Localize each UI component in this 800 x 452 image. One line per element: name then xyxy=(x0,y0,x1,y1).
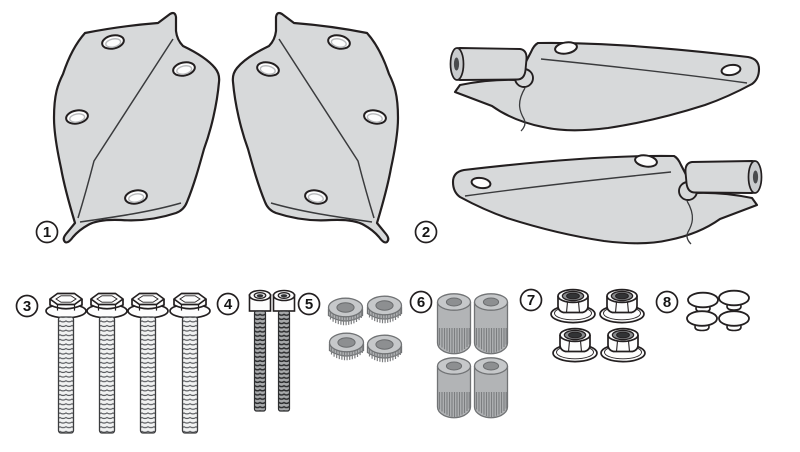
part-5-knurled-washers xyxy=(327,295,403,363)
label-number: 8 xyxy=(663,294,671,311)
part-label-2: 2 xyxy=(414,220,438,244)
bracket-hole xyxy=(720,63,742,77)
socket-screw xyxy=(272,289,296,412)
push-cap xyxy=(686,310,718,332)
knurled-washer xyxy=(366,295,403,324)
part-8-push-caps xyxy=(686,289,750,332)
knurled-washer xyxy=(328,332,365,361)
label-circle xyxy=(655,290,679,314)
plate-hole xyxy=(124,189,148,205)
flanged-nut xyxy=(550,288,596,324)
push-cap xyxy=(687,291,719,313)
label-circle xyxy=(15,294,39,318)
label-number: 4 xyxy=(224,296,233,313)
knurled-spacer xyxy=(436,293,472,355)
plate-hole xyxy=(65,109,89,125)
label-number: 5 xyxy=(305,296,313,313)
flanged-nut xyxy=(552,327,598,363)
push-cap xyxy=(718,310,750,332)
label-number: 3 xyxy=(23,298,31,315)
knurled-spacer xyxy=(436,357,472,419)
plate-lip-line xyxy=(79,202,182,223)
support-bracket-top xyxy=(449,41,761,132)
flanged-nut xyxy=(599,288,645,324)
mounting-plate-left xyxy=(52,11,221,244)
part-1-mounting-plates xyxy=(52,11,400,244)
flanged-bolt xyxy=(127,292,169,434)
part-label-7: 7 xyxy=(519,288,543,312)
part-label-3: 3 xyxy=(15,294,39,318)
socket-screw xyxy=(248,289,272,412)
part-6-spacer-bushes xyxy=(436,293,509,419)
part-label-1: 1 xyxy=(35,220,59,244)
plate-outline xyxy=(52,11,221,244)
plate-hole xyxy=(172,61,196,77)
plate-hole xyxy=(101,34,125,50)
knurled-spacer xyxy=(473,293,509,355)
support-bracket-bottom xyxy=(451,152,763,246)
bracket-tube-bore xyxy=(453,57,460,71)
plate-fold-line xyxy=(77,38,174,219)
bracket-skirt-crease xyxy=(518,87,526,132)
flanged-bolt xyxy=(169,292,211,434)
bracket-arm-crease xyxy=(540,58,748,84)
label-number: 6 xyxy=(417,294,425,311)
push-cap xyxy=(718,289,750,311)
flanged-bolt xyxy=(45,292,87,434)
label-circle xyxy=(414,220,438,244)
part-7-flanged-nuts xyxy=(550,288,646,363)
part-label-8: 8 xyxy=(655,290,679,314)
part-2-support-brackets xyxy=(449,41,763,246)
label-circle xyxy=(297,292,321,316)
bracket-hole xyxy=(554,41,578,55)
label-circle xyxy=(519,288,543,312)
label-circle xyxy=(409,290,433,314)
part-label-6: 6 xyxy=(409,290,433,314)
label-number: 7 xyxy=(527,292,535,309)
label-circle xyxy=(216,292,240,316)
part-label-4: 4 xyxy=(216,292,240,316)
knurled-spacer xyxy=(473,357,509,419)
part-label-5: 5 xyxy=(297,292,321,316)
label-number: 2 xyxy=(422,224,430,241)
flanged-nut xyxy=(600,327,646,363)
label-number: 1 xyxy=(43,224,51,241)
mounting-plate-right xyxy=(231,11,400,244)
knurled-washer xyxy=(327,297,364,326)
knurled-washer xyxy=(366,334,403,363)
label-circle xyxy=(35,220,59,244)
part-4-socket-screws xyxy=(248,289,296,412)
flanged-bolt xyxy=(86,292,128,434)
part-3-flanged-bolts xyxy=(45,292,211,434)
